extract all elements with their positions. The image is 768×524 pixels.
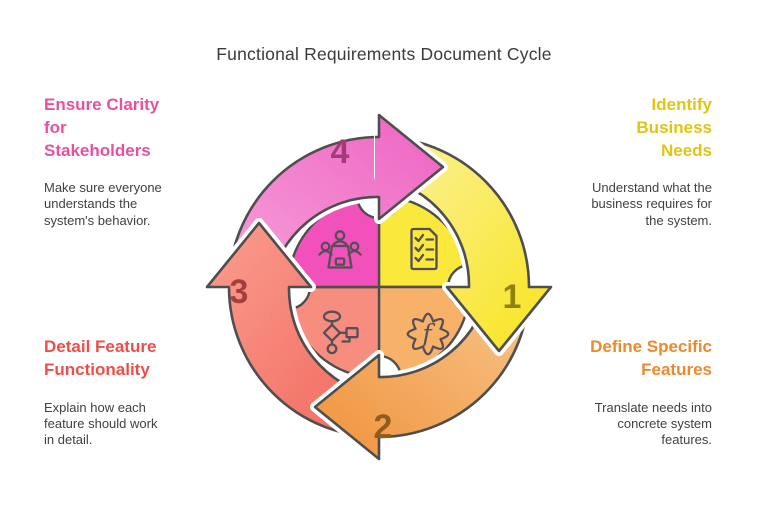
step-3-description: Explain how each feature should work in … <box>44 399 158 447</box>
step-number-2: 2 <box>374 408 393 446</box>
step-2-description: Translate needs into concrete system fea… <box>594 399 712 447</box>
meeting-icon <box>318 230 362 269</box>
step-4-block: Ensure Clarity for Stakeholders Make sur… <box>44 94 196 229</box>
step-1-heading: Identify Business Needs <box>636 95 712 160</box>
step-4-description: Make sure everyone understands the syste… <box>44 180 162 228</box>
page-title: Functional Requirements Document Cycle <box>216 44 552 64</box>
checklist-icon <box>410 227 438 271</box>
step-2-block: Define Specific Features Translate needs… <box>530 336 712 448</box>
step-number-3: 3 <box>230 273 249 311</box>
step-number-1: 1 <box>503 278 522 316</box>
step-3-heading: Detail Feature Functionality <box>44 337 157 379</box>
step-4-heading: Ensure Clarity for Stakeholders <box>44 95 160 160</box>
step-3-block: Detail Feature Functionality Explain how… <box>44 336 206 448</box>
function-symbol: f <box>420 319 435 348</box>
cycle-diagram: 1 2 3 4 <box>179 87 579 487</box>
step-1-block: Identify Business Needs Understand what … <box>540 94 712 229</box>
function-gear-icon: f <box>406 312 450 356</box>
step-1-description: Understand what the business requires fo… <box>591 180 712 228</box>
flowchart-icon <box>322 310 359 355</box>
step-2-heading: Define Specific Features <box>590 337 712 379</box>
step-number-4: 4 <box>331 133 350 171</box>
step-numbers: 1 2 3 4 <box>230 133 522 446</box>
